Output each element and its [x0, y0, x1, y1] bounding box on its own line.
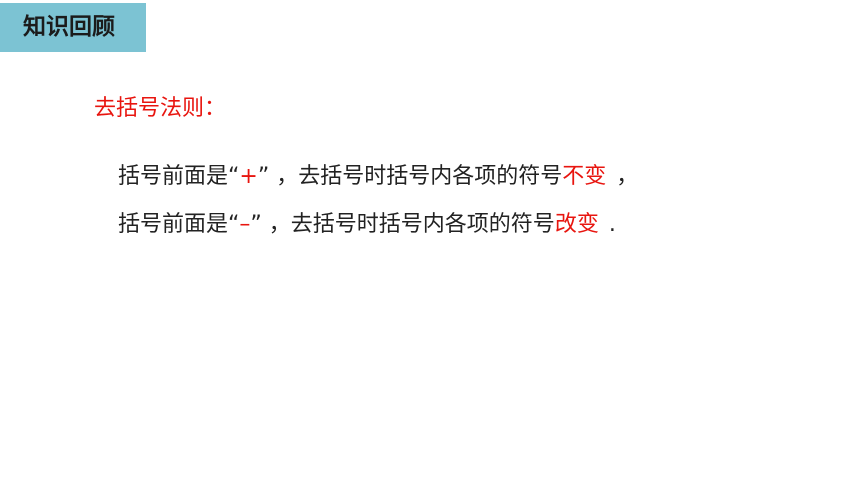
rule-line-prefix: 括号前面是“: [118, 212, 240, 237]
rule-line-middle: ” ，去括号时括号内各项的符号: [250, 212, 555, 237]
rule-line-minus: 括号前面是“– ” ，去括号时括号内各项的符号改变.: [118, 208, 616, 242]
rule-line-middle: ” ，去括号时括号内各项的符号: [257, 164, 563, 189]
rule-line-plus: 括号前面是“+” ，去括号时括号内各项的符号不变 ，: [118, 160, 638, 194]
rule-line-suffix: ，: [616, 164, 639, 189]
rule-title: 去括号法则：: [94, 96, 227, 121]
section-tag-label: 知识回顾: [23, 14, 115, 40]
rule-line-prefix: 括号前面是“: [118, 164, 240, 189]
rule-line-suffix: .: [608, 212, 616, 237]
highlight-changed: 改变: [554, 212, 599, 237]
section-tag: 知识回顾: [0, 3, 146, 52]
plus-symbol: +: [239, 164, 258, 189]
minus-symbol: –: [239, 212, 251, 237]
highlight-unchanged: 不变: [562, 164, 607, 189]
